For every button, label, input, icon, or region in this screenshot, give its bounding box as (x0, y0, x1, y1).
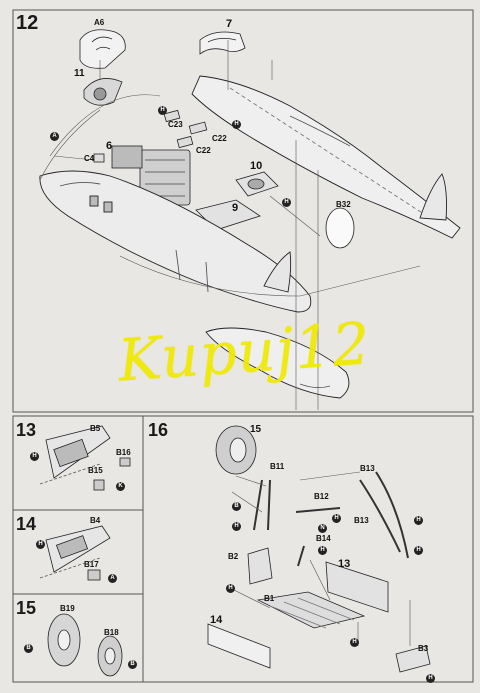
label-b19: B19 (60, 604, 75, 613)
label-10: 10 (250, 160, 263, 172)
label-13: 13 (338, 558, 351, 570)
marker-a-bubble: A (108, 574, 117, 583)
marker-h-bubble: H (318, 546, 327, 555)
marker-h-bubble: H (282, 198, 291, 207)
marker-h-bubble: H (226, 584, 235, 593)
marker-h-bubble: H (232, 120, 241, 129)
marker-b-bubble: B (232, 502, 241, 511)
step-12-frame (12, 9, 474, 413)
label-b1: B1 (264, 594, 275, 603)
marker-b-bubble: B (24, 644, 33, 653)
step-13-drawing (39, 425, 131, 491)
marker-h-bubble: H (36, 540, 45, 549)
label-c22-a: C22 (212, 134, 227, 143)
step-number-13: 13 (16, 420, 37, 440)
marker-h-bubble: H (30, 452, 39, 461)
step-number-14: 14 (16, 514, 37, 534)
label-b16: B16 (116, 448, 131, 457)
label-b32: B32 (336, 200, 351, 209)
label-a6: A6 (94, 18, 105, 27)
label-15: 15 (250, 424, 262, 435)
part-10 (235, 171, 279, 197)
marker-h-bubble: H (414, 546, 423, 555)
label-7: 7 (226, 18, 233, 30)
wing-lower (205, 327, 350, 399)
label-b11: B11 (270, 462, 285, 471)
marker-h-bubble: H (414, 516, 423, 525)
marker-a-bubble: A (50, 132, 59, 141)
step-14-drawing (39, 525, 111, 581)
marker-k-bubble: K (116, 482, 125, 491)
label-b2: B2 (228, 552, 239, 561)
label-b4: B4 (90, 516, 101, 525)
marker-h-bubble: H (426, 674, 435, 683)
step-number-15: 15 (16, 598, 37, 618)
label-c23: C23 (168, 120, 183, 129)
label-11: 11 (74, 68, 85, 79)
label-b3: B3 (418, 644, 429, 653)
label-b12: B12 (314, 492, 329, 501)
label-b13-a: B13 (360, 464, 375, 473)
part-b32 (325, 207, 355, 249)
label-b13-b: B13 (354, 516, 369, 525)
label-6: 6 (106, 140, 113, 152)
marker-h-bubble: H (158, 106, 167, 115)
engine-11-part (83, 78, 123, 106)
step-number-12: 12 (16, 12, 39, 34)
label-c4: C4 (84, 154, 95, 163)
marker-n-bubble: N (318, 524, 327, 533)
step-15-drawing (47, 613, 123, 677)
step-16-drawing (207, 425, 431, 673)
step-number-16: 16 (148, 420, 169, 440)
label-9: 9 (232, 202, 239, 214)
cockpit-interior (111, 145, 191, 206)
label-14: 14 (210, 614, 223, 626)
fuselage (39, 170, 312, 313)
label-c22-b: C22 (196, 146, 211, 155)
label-b14: B14 (316, 534, 331, 543)
cowl-a6-part (79, 29, 126, 69)
marker-h-bubble: H (332, 514, 341, 523)
marker-h-bubble: H (232, 522, 241, 531)
part-7 (199, 31, 246, 55)
label-b15: B15 (88, 466, 103, 475)
label-b17: B17 (84, 560, 99, 569)
step-16-frame (142, 415, 474, 683)
label-b18: B18 (104, 628, 119, 637)
marker-b-bubble: B (128, 660, 137, 669)
wing-upper (191, 75, 461, 239)
small-parts (93, 109, 208, 163)
leader-lines (39, 40, 421, 410)
label-b5: B5 (90, 424, 101, 433)
marker-h-bubble: H (350, 638, 359, 647)
